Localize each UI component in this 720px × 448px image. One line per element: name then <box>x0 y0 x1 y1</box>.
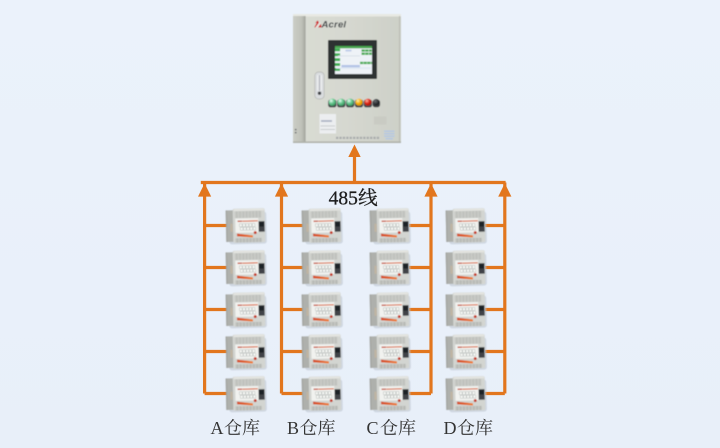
svg-text:B: B <box>287 418 299 438</box>
svg-text:A: A <box>211 418 224 438</box>
svg-text:Acrel: Acrel <box>321 19 347 30</box>
svg-text:485: 485 <box>329 189 358 210</box>
svg-text:C: C <box>367 418 379 438</box>
svg-text:D: D <box>444 418 457 438</box>
